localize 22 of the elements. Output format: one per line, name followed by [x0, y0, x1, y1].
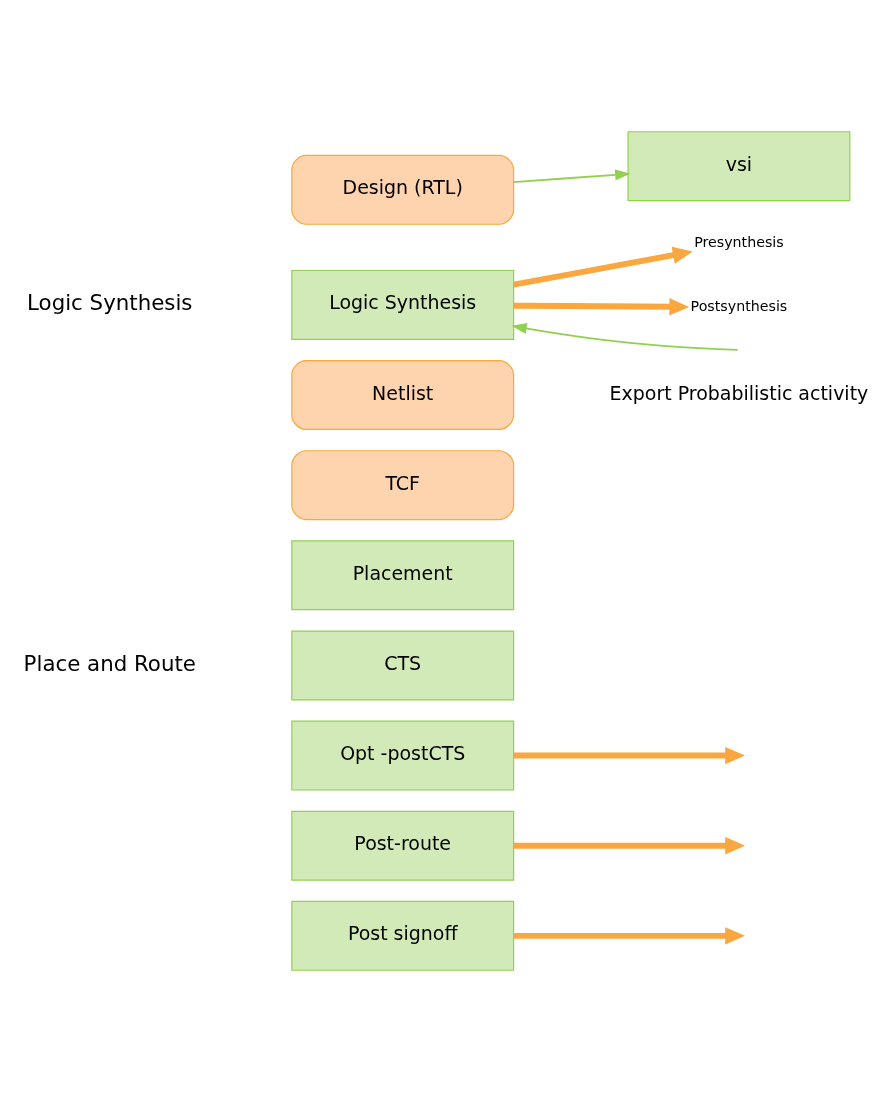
arrow [513, 927, 746, 945]
node-box: Placement [291, 540, 515, 611]
node-box: TCF [291, 450, 515, 521]
node-box: Logic Synthesis [291, 269, 515, 340]
arrow [513, 298, 690, 316]
label: Place and Route [23, 650, 196, 676]
arrow [512, 169, 631, 183]
node-box: vsi [627, 131, 851, 202]
label: Logic Synthesis [27, 290, 193, 316]
arrow [513, 246, 693, 288]
node-box: Design (RTL) [291, 154, 515, 225]
label: Export Probabilistic activity [609, 381, 869, 404]
node-text: Postsynthesis [690, 297, 788, 314]
node-text: Presynthesis [694, 233, 784, 250]
arrow [513, 746, 746, 765]
node-box: Opt -postCTS [291, 720, 515, 791]
arrow [513, 837, 746, 855]
node-box: Netlist [291, 360, 515, 431]
node-box: Post signoff [291, 900, 515, 971]
node-box: Post-route [291, 810, 515, 881]
node-box: CTS [291, 630, 515, 701]
arrow [511, 323, 739, 351]
